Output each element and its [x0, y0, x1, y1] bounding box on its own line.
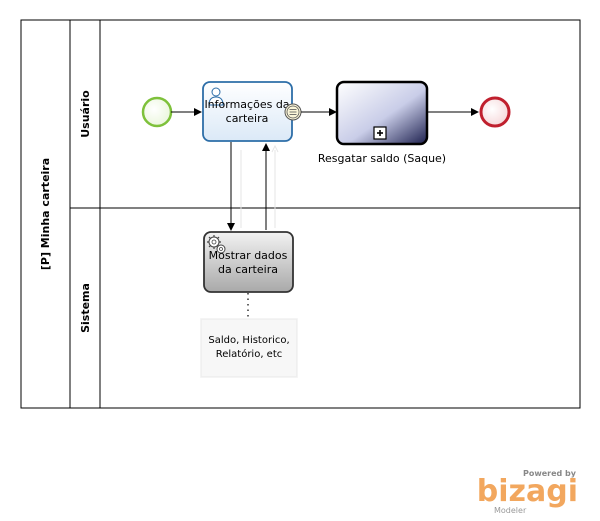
subprocess-resgatar-saldo[interactable] — [335, 80, 429, 146]
task-label: da carteira — [218, 263, 278, 276]
text-annotation[interactable]: Saldo, Historico, Relatório, etc — [200, 318, 298, 378]
boundary-event-icon[interactable] — [284, 103, 302, 121]
watermark-powered: Powered by — [523, 469, 577, 478]
pool-label: [P] Minha carteira — [39, 158, 52, 270]
user-icon — [208, 87, 224, 106]
bizagi-watermark: Powered by bizagi Modeler — [477, 469, 578, 515]
annotation-text: Saldo, Historico, — [208, 335, 289, 346]
watermark-product: Modeler — [494, 506, 527, 515]
annotation-text: Relatório, etc — [216, 348, 283, 360]
lane-sistema[interactable]: Sistema — [79, 283, 92, 333]
pool[interactable]: [P] Minha carteira — [20, 19, 581, 409]
task-informacoes-carteira[interactable]: Informações da carteira — [202, 81, 293, 142]
lane-label-usuario: Usuário — [79, 90, 92, 138]
subprocess-label: Resgatar saldo (Saque) — [318, 152, 446, 165]
watermark-brand: bizagi — [477, 474, 578, 509]
task-label: Mostrar dados — [209, 249, 288, 262]
task-label: Informações da — [204, 98, 289, 111]
expand-plus-icon[interactable] — [373, 126, 387, 140]
gear-icon — [207, 235, 226, 254]
start-event[interactable] — [141, 96, 173, 128]
lane-label-sistema: Sistema — [79, 283, 92, 333]
end-event[interactable] — [479, 96, 511, 128]
task-mostrar-dados-carteira[interactable]: Mostrar dados da carteira — [203, 231, 294, 293]
task-label: carteira — [226, 112, 269, 125]
lane-usuario[interactable]: Usuário — [79, 90, 92, 138]
